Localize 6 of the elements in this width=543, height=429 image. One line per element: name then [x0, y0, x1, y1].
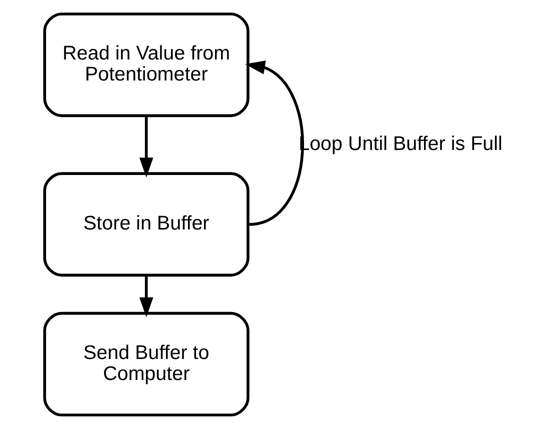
- node-box: Store in Buffer: [42, 172, 249, 277]
- arrow: [138, 116, 153, 178]
- node-box: Read in Value from Potentiometer: [42, 12, 249, 118]
- node-box: Send Buffer to Computer: [42, 312, 249, 416]
- arrow: [138, 275, 153, 318]
- arrow: [244, 60, 304, 226]
